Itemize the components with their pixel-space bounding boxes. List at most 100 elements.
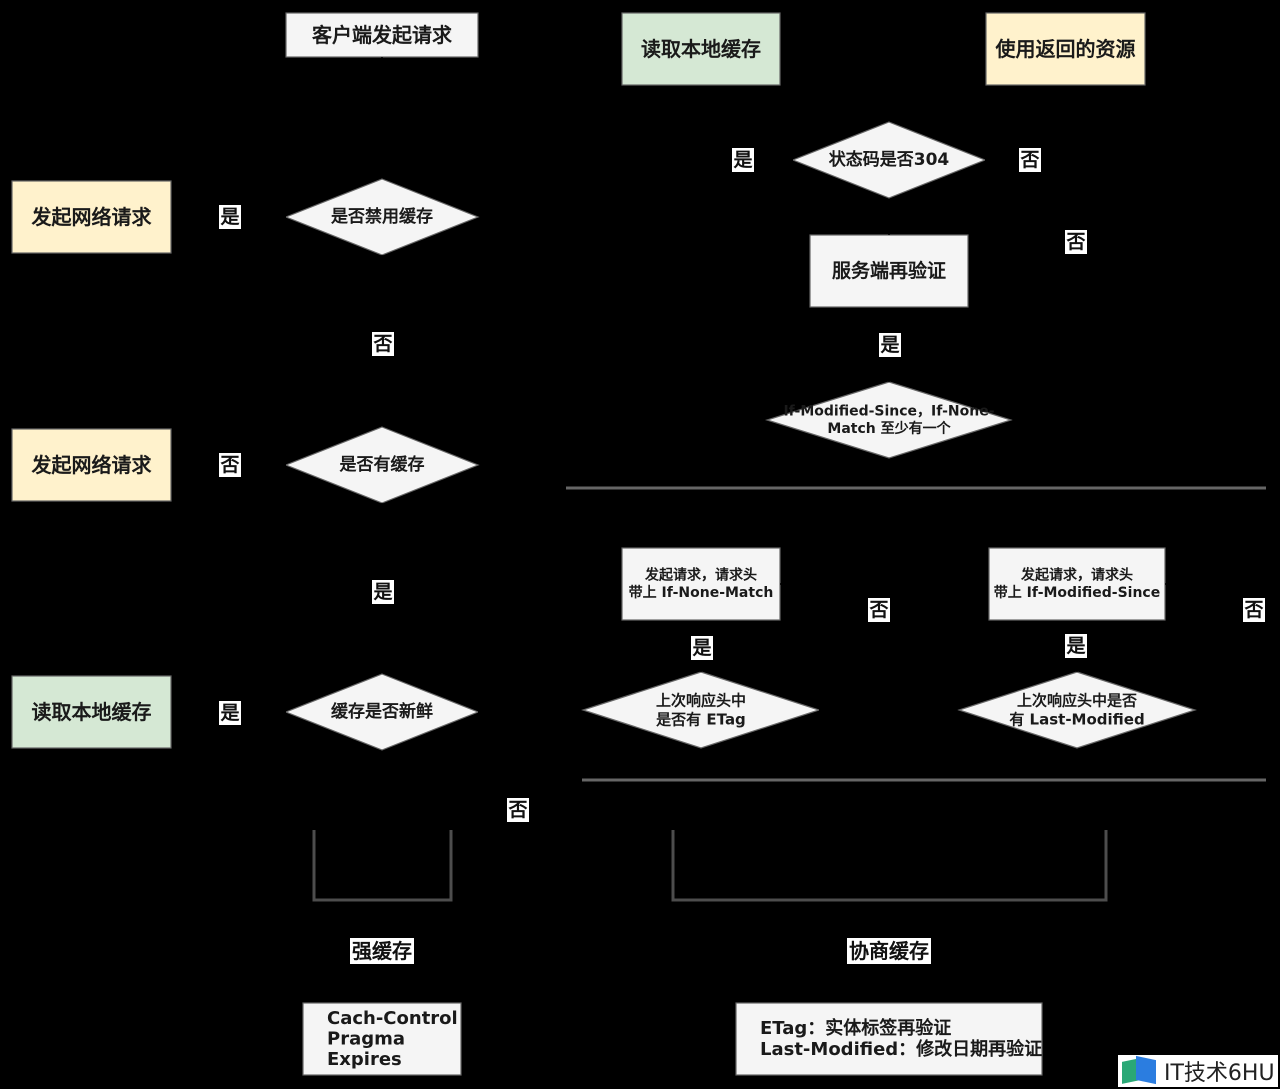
request-if-none-match-box-label-line-1: 发起请求，请求头	[644, 566, 757, 583]
label-status-yes-text: 是	[733, 149, 752, 171]
label-etag-yes: 是	[691, 636, 713, 660]
server-revalidate-box-shape	[809, 234, 969, 308]
label-fresh-yes: 是	[219, 701, 241, 725]
strong-cache-title-bg	[350, 938, 414, 964]
label-last-modified-yes: 是	[1065, 634, 1087, 658]
label-etag-yes-text: 是	[692, 637, 711, 659]
strong-cache-items-box-item-3: Expires	[327, 1049, 402, 1070]
edge-if-modified-to-check	[1011, 414, 1241, 585]
network-request-box-1: 发起网络请求	[11, 180, 172, 254]
label-server-yes: 是	[879, 333, 901, 357]
label-status-no: 否	[1019, 148, 1041, 172]
label-server-no-text: 否	[1065, 231, 1085, 253]
has-cache-diamond: 是否有缓存	[284, 426, 480, 504]
label-last-modified-yes-text: 是	[1066, 635, 1085, 657]
label-disable-yes-text: 是	[220, 206, 239, 228]
strong-cache-title-text: 强缓存	[352, 939, 412, 963]
client-request-box-shape	[285, 12, 479, 58]
last-has-last-modified-diamond-label-line-2: 有 Last-Modified	[1009, 710, 1144, 728]
label-fresh-yes-text: 是	[220, 702, 239, 724]
network-request-box-1-label: 发起网络请求	[31, 205, 153, 229]
client-request-box-label: 客户端发起请求	[311, 23, 453, 47]
strong-cache-items-box-item-1: Cach-Control	[327, 1008, 458, 1029]
cache-fresh-diamond-label: 缓存是否新鲜	[331, 701, 433, 722]
request-if-modified-since-box-shape	[988, 547, 1166, 621]
negotiated-cache-items-box-item-1: ETag：实体标签再验证	[760, 1017, 951, 1039]
label-status-yes-bg	[732, 148, 754, 172]
status-304-diamond-label: 状态码是否304	[829, 149, 950, 170]
use-returned-resource-box-shape	[985, 12, 1146, 86]
strong-cache-items-box-item-2: Pragma	[327, 1029, 405, 1050]
read-local-cache-box-left-label: 读取本地缓存	[32, 700, 152, 724]
negotiated-cache-items-box-item-2: Last-Modified：修改日期再验证	[760, 1038, 1042, 1060]
strong-cache-items-box-shape	[302, 1002, 462, 1076]
if-modified-none-match-diamond-shape	[764, 381, 1014, 459]
cache-fresh-diamond-shape	[284, 673, 480, 751]
label-disable-no: 否	[372, 332, 394, 356]
label-last-modified-yes-bg	[1065, 634, 1087, 658]
use-returned-resource-box: 使用返回的资源	[985, 12, 1146, 86]
label-last-modified-no: 否	[1243, 598, 1265, 622]
if-modified-none-match-diamond-label-line-1: If-Modified-Since，If-None-	[783, 403, 994, 419]
network-request-box-2-shape	[11, 428, 172, 502]
request-if-none-match-box-shape	[621, 547, 781, 621]
label-etag-yes-bg	[691, 636, 713, 660]
network-request-box-2-label: 发起网络请求	[31, 453, 153, 477]
watermark: IT技术6HU	[1118, 1055, 1278, 1087]
label-has-cache-yes-text: 是	[373, 581, 392, 603]
label-disable-no-text: 否	[372, 333, 392, 355]
read-local-cache-box-left-shape	[11, 675, 172, 749]
label-has-cache-yes-bg	[372, 580, 394, 604]
negotiated-cache-title-text: 协商缓存	[849, 939, 929, 963]
cache-fresh-diamond: 缓存是否新鲜	[284, 673, 480, 751]
status-304-diamond: 状态码是否304	[791, 121, 987, 199]
request-if-modified-since-box-label-line-2: 带上 If-Modified-Since	[994, 585, 1160, 601]
label-has-cache-no-text: 否	[219, 454, 239, 476]
negotiated-cache-title-bg	[847, 938, 931, 964]
label-server-no-bg	[1065, 230, 1087, 254]
label-fresh-no-bg	[507, 798, 529, 822]
if-modified-none-match-diamond-label-line-2: Match 至少有一个	[827, 420, 951, 437]
use-returned-resource-box-label: 使用返回的资源	[995, 37, 1136, 61]
last-has-last-modified-diamond-shape	[957, 671, 1197, 749]
watermark-logo-icon	[1120, 1055, 1160, 1086]
last-has-etag-diamond-label-line-2: 是否有 ETag	[655, 710, 746, 728]
watermark-text: IT技术6HU	[1164, 1061, 1275, 1086]
label-etag-no: 否	[868, 598, 890, 622]
last-has-etag-diamond-shape	[581, 671, 821, 749]
label-fresh-no-text: 否	[507, 799, 527, 821]
label-etag-no-text: 否	[868, 599, 888, 621]
strong-cache-bracket	[312, 830, 453, 902]
edge-status-yes-to-read-top	[695, 85, 793, 161]
server-revalidate-box: 服务端再验证	[809, 234, 969, 308]
disable-cache-diamond: 是否禁用缓存	[284, 178, 480, 256]
server-revalidate-box-label: 服务端再验证	[832, 259, 946, 282]
has-cache-diamond-label: 是否有缓存	[340, 454, 425, 475]
read-local-cache-box-top: 读取本地缓存	[621, 12, 781, 86]
label-server-yes-text: 是	[880, 334, 899, 356]
label-last-modified-no-text: 否	[1243, 599, 1263, 621]
label-disable-no-bg	[372, 332, 394, 356]
label-last-modified-no-bg	[1243, 598, 1265, 622]
network-request-box-1-shape	[11, 180, 172, 254]
label-etag-no-bg	[868, 598, 890, 622]
edge-if-none-match-to-check	[780, 458, 866, 585]
edge-server-no-to-use	[970, 85, 1081, 272]
read-local-cache-box-left: 读取本地缓存	[11, 675, 172, 749]
label-status-yes: 是	[732, 148, 754, 172]
label-has-cache-no-bg	[219, 453, 241, 477]
network-request-box-2: 发起网络请求	[11, 428, 172, 502]
label-disable-yes-bg	[219, 205, 241, 229]
negotiated-cache-bracket	[671, 830, 1108, 902]
request-if-modified-since-box-label-line-1: 发起请求，请求头	[1020, 566, 1133, 583]
last-has-etag-diamond-label-line-1: 上次响应头中	[656, 692, 746, 710]
label-status-no-text: 否	[1019, 149, 1039, 171]
last-has-last-modified-diamond-label-line-1: 上次响应头中是否	[1017, 692, 1137, 710]
strong-cache-title: 强缓存	[350, 938, 414, 964]
